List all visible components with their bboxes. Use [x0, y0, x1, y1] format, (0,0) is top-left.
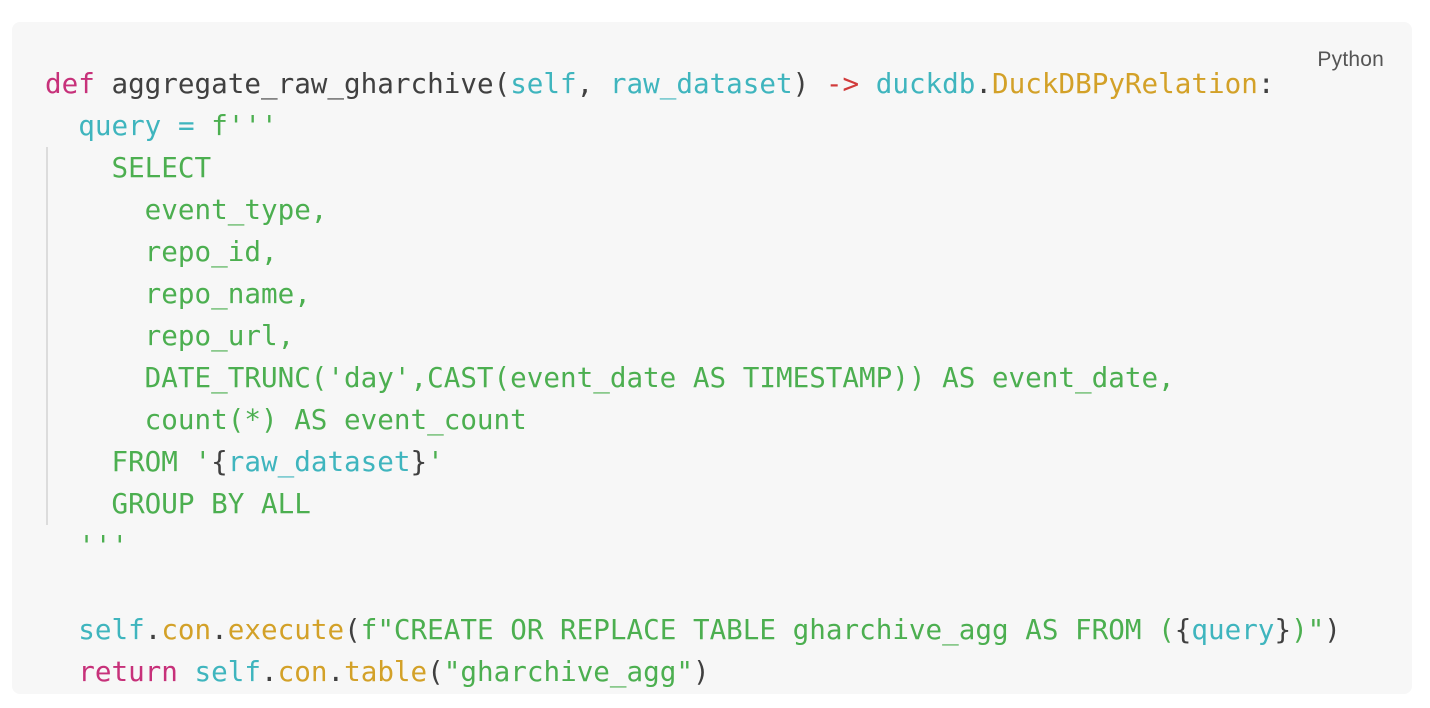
code-token: [45, 655, 78, 688]
code-token: def: [45, 67, 95, 100]
code-line: repo_url,: [45, 315, 1341, 357]
code-token: }: [1274, 613, 1292, 646]
code-token: :: [1257, 67, 1275, 100]
code-token: ): [1324, 613, 1341, 646]
language-label: Python: [1317, 48, 1384, 71]
code-token: =: [177, 109, 195, 142]
code-line: [45, 567, 1341, 609]
code-token: raw_dataset: [609, 67, 793, 100]
code-token: (: [427, 655, 444, 688]
code-token: count(*) AS event_count: [45, 403, 527, 436]
code-token: con: [161, 613, 212, 646]
code-token: .: [327, 655, 345, 688]
code-token: repo_name,: [45, 277, 311, 310]
code-token: GROUP BY ALL: [45, 487, 311, 520]
code-content[interactable]: def aggregate_raw_gharchive(self, raw_da…: [45, 63, 1341, 693]
code-line: self.con.execute(f"CREATE OR REPLACE TAB…: [45, 609, 1341, 651]
code-token: FROM ': [45, 445, 212, 478]
code-token: self: [194, 655, 261, 688]
code-token: ->: [825, 67, 860, 100]
code-token: DATE_TRUNC('day',CAST(event_date AS TIME…: [45, 361, 1175, 394]
code-token: raw_dataset: [227, 445, 411, 478]
code-token: ': [427, 445, 444, 478]
code-token: [161, 109, 178, 142]
code-token: SELECT: [45, 151, 212, 184]
code-line: event_type,: [45, 189, 1341, 231]
code-token: self: [78, 613, 145, 646]
code-token: ): [792, 67, 826, 100]
code-token: repo_url,: [45, 319, 295, 352]
code-token: [859, 67, 876, 100]
code-token: .: [144, 613, 162, 646]
code-token: (: [493, 67, 511, 100]
code-token: repo_id,: [45, 235, 278, 268]
code-line: SELECT: [45, 147, 1341, 189]
code-token: self: [510, 67, 577, 100]
code-line: repo_id,: [45, 231, 1341, 273]
code-token: )": [1291, 613, 1325, 646]
code-token: ,: [576, 67, 610, 100]
code-token: ): [693, 655, 710, 688]
code-token: ''': [45, 529, 129, 562]
code-token: DuckDBPyRelation: [992, 67, 1258, 100]
code-token: query: [78, 109, 162, 142]
code-token: return: [78, 655, 178, 688]
code-block: Python def aggregate_raw_gharchive(self,…: [12, 22, 1412, 694]
code-line: ''': [45, 525, 1341, 567]
code-token: .: [211, 613, 228, 646]
code-token: .: [261, 655, 278, 688]
code-line: count(*) AS event_count: [45, 399, 1341, 441]
code-token: {: [211, 445, 228, 478]
code-line: def aggregate_raw_gharchive(self, raw_da…: [45, 63, 1341, 105]
code-token: [45, 613, 78, 646]
code-token: }: [410, 445, 428, 478]
code-line: DATE_TRUNC('day',CAST(event_date AS TIME…: [45, 357, 1341, 399]
code-token: aggregate_raw_gharchive: [94, 67, 494, 100]
code-line: return self.con.table("gharchive_agg"): [45, 651, 1341, 693]
code-line: FROM '{raw_dataset}': [45, 441, 1341, 483]
code-token: [45, 109, 78, 142]
code-token: execute: [227, 613, 345, 646]
code-line: GROUP BY ALL: [45, 483, 1341, 525]
code-token: con: [277, 655, 328, 688]
code-token: f"CREATE OR REPLACE TABLE gharchive_agg …: [360, 613, 1175, 646]
indent-guide: [46, 147, 48, 525]
code-token: "gharchive_agg": [443, 655, 693, 688]
code-token: duckdb: [875, 67, 976, 100]
code-token: query: [1191, 613, 1275, 646]
code-token: [195, 109, 212, 142]
code-token: f''': [211, 109, 278, 142]
code-token: table: [344, 655, 428, 688]
code-token: .: [975, 67, 993, 100]
code-token: event_type,: [45, 193, 328, 226]
code-token: [178, 655, 195, 688]
code-token: (: [344, 613, 361, 646]
code-line: query = f''': [45, 105, 1341, 147]
code-line: repo_name,: [45, 273, 1341, 315]
code-token: {: [1174, 613, 1192, 646]
